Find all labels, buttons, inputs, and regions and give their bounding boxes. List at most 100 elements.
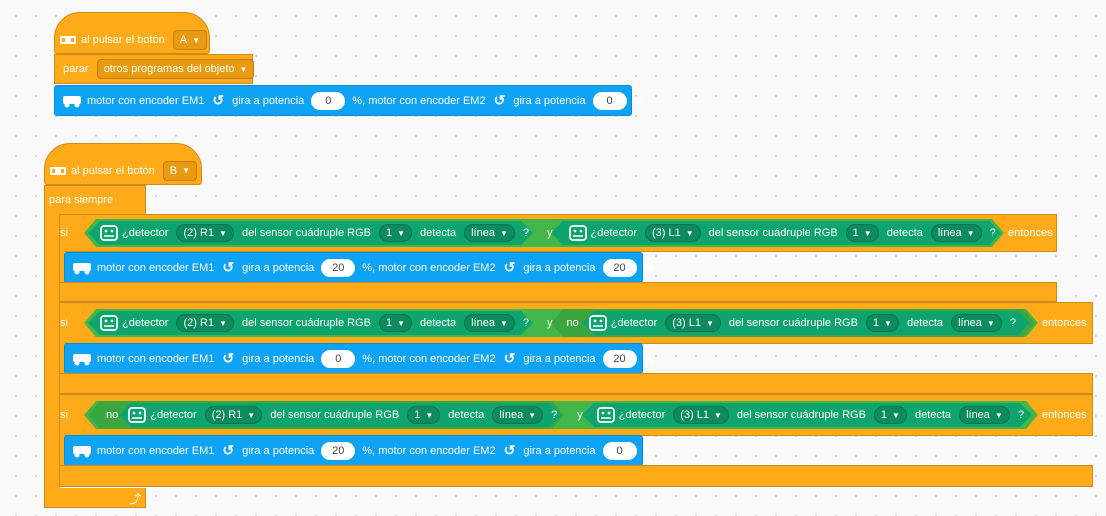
sensor-number-select[interactable]: 1▼	[378, 224, 413, 242]
if3-arm	[59, 435, 65, 466]
question-mark-label: ?	[1017, 409, 1024, 421]
dropdown-arrow-icon: ▼	[884, 318, 892, 328]
sensor-number-select[interactable]: 1▼	[873, 406, 907, 424]
dropdown-arrow-icon: ▼	[499, 228, 508, 238]
and-label: y	[547, 227, 553, 239]
motor-block[interactable]: motor con encoder EM1 ↺ gira a potencia …	[64, 343, 653, 374]
power-label: gira a potencia	[232, 94, 305, 107]
line-detector-sensor-1b[interactable]	[551, 221, 1001, 245]
forever-block-bottom[interactable]: ⤴	[44, 488, 146, 508]
forever-arm	[44, 214, 60, 490]
motor-block[interactable]: motor con encoder EM1 ↺ gira a potencia …	[64, 252, 653, 283]
button-select[interactable]: A▼	[172, 30, 208, 50]
detector-label: ¿detector	[122, 227, 169, 239]
detect-target-select[interactable]: línea▼	[492, 406, 544, 424]
line-detector-sensor-2a[interactable]	[88, 311, 533, 335]
power-input-em1[interactable]: 0	[321, 349, 356, 368]
sensor-select[interactable]: (3) L1▼	[673, 406, 729, 424]
detector-label: ¿detector	[122, 317, 169, 329]
sensor-number-select[interactable]: 1▼	[407, 406, 441, 424]
question-mark-label: ?	[551, 409, 558, 421]
detect-target-select[interactable]: línea▼	[464, 314, 515, 332]
rotate-ccw-icon: ↺	[503, 350, 516, 366]
forever-block-top[interactable]: para siempre	[44, 185, 146, 215]
power-label: gira a potencia	[523, 352, 596, 365]
sensor-icon	[568, 225, 587, 241]
line-detector-sensor-1a[interactable]	[88, 221, 533, 245]
if-block-2-bottom[interactable]	[59, 373, 1093, 394]
question-mark-label: ?	[522, 317, 530, 329]
sensor-type-label: del sensor cuádruple RGB	[708, 227, 838, 239]
sensor-select[interactable]: (2) R1▼	[176, 314, 234, 332]
dropdown-arrow-icon: ▼	[986, 318, 995, 328]
when-button-pressed-hat-a[interactable]: al pulsar el botón A▼	[54, 12, 210, 54]
sensor-icon	[100, 315, 118, 331]
if-label: si	[60, 227, 68, 239]
detect-target-select[interactable]: línea▼	[930, 224, 982, 242]
line-detector-sensor-3a[interactable]	[119, 403, 562, 427]
rotate-ccw-icon: ↺	[503, 259, 516, 275]
button-select[interactable]: B▼	[162, 160, 198, 181]
sensor-icon	[588, 315, 607, 331]
if2-arm	[59, 343, 65, 374]
rotate-ccw-icon: ↺	[222, 259, 235, 275]
power-input-em1[interactable]: 0	[311, 91, 346, 110]
sensor-select[interactable]: (3) L1▼	[644, 224, 701, 242]
stop-option-select[interactable]: otros programas del objeto▼	[96, 59, 255, 79]
if3-condition-row: no ¿detector (2) R1▼ del sensor cuádrupl…	[102, 401, 1028, 429]
detector-label: ¿detector	[618, 409, 666, 421]
then-label: entonces	[1008, 227, 1053, 239]
power-label: gira a potencia	[513, 94, 586, 107]
dropdown-arrow-icon: ▼	[397, 228, 406, 238]
sensor-select-value: (3) L1	[651, 227, 681, 239]
detector-label: ¿detector	[610, 317, 658, 329]
dropdown-arrow-icon: ▼	[397, 318, 406, 328]
sensor-number-value: 1	[414, 409, 421, 421]
if-block-3-bottom[interactable]	[59, 465, 1093, 487]
power-input-em1[interactable]: 20	[321, 441, 356, 460]
detect-target-select[interactable]: línea▼	[959, 406, 1010, 424]
if-block-1-bottom[interactable]	[59, 282, 1057, 302]
sensor-select-value: (2) R1	[183, 317, 215, 329]
power-input-em2[interactable]: 0	[592, 91, 627, 110]
power-input-em2[interactable]: 20	[602, 258, 637, 277]
question-mark-label: ?	[989, 227, 996, 239]
forever-label: para siempre	[49, 194, 114, 206]
and-label: y	[577, 409, 583, 421]
dropdown-arrow-icon: ▼	[499, 318, 508, 328]
and-label: y	[547, 317, 553, 329]
sensor-select[interactable]: (2) R1▼	[176, 224, 234, 242]
sensor-select[interactable]: (3) L1▼	[665, 314, 721, 332]
hat-label: al pulsar el botón	[81, 34, 165, 46]
percent-label: %	[643, 352, 654, 365]
hat-label: al pulsar el botón	[71, 164, 155, 177]
motor-block[interactable]: motor con encoder EM1 ↺ gira a potencia …	[64, 435, 653, 466]
sensor-select[interactable]: (2) R1▼	[204, 406, 263, 424]
motor-block[interactable]: motor con encoder EM1 ↺ gira a potencia …	[54, 85, 643, 116]
dropdown-arrow-icon: ▼	[219, 228, 227, 238]
dropdown-arrow-icon: ▼	[239, 64, 248, 74]
motor-em2-label: %, motor con encoder EM2	[362, 261, 496, 274]
sensor-number-select[interactable]: 1▼	[845, 224, 879, 242]
detect-target-value: línea	[937, 227, 962, 239]
motor-em2-label: %, motor con encoder EM2	[362, 352, 496, 365]
detects-label: detecta	[448, 409, 485, 421]
dropdown-arrow-icon: ▼	[863, 228, 872, 238]
then-label: entonces	[1042, 317, 1087, 329]
sensor-type-label: del sensor cuádruple RGB	[241, 317, 371, 329]
motor-em2-label: %, motor con encoder EM2	[362, 444, 496, 457]
sensor-number-select[interactable]: 1▼	[865, 314, 899, 332]
power-label: gira a potencia	[523, 444, 596, 457]
power-input-em2[interactable]: 20	[602, 349, 637, 368]
detect-target-select[interactable]: línea▼	[951, 314, 1002, 332]
stop-block[interactable]: parar otros programas del objeto▼	[54, 54, 255, 84]
percent-label: %	[633, 94, 644, 107]
detect-target-select[interactable]: línea▼	[464, 224, 515, 242]
sensor-number-value: 1	[852, 227, 859, 239]
line-detector-sensor-3b[interactable]	[582, 403, 1032, 427]
power-input-em1[interactable]: 20	[321, 258, 356, 277]
sensor-number-select[interactable]: 1▼	[378, 314, 413, 332]
sensor-number-value: 1	[872, 317, 880, 329]
when-button-pressed-hat-b[interactable]: al pulsar el botón B▼	[44, 143, 202, 185]
power-input-em2[interactable]: 0	[602, 441, 637, 460]
